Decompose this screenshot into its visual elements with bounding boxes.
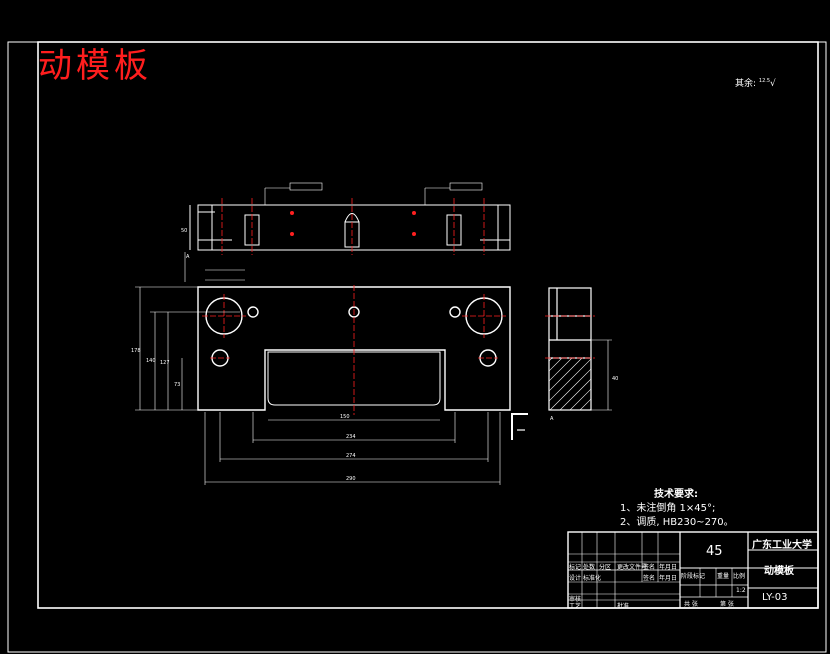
side-view bbox=[548, 287, 592, 411]
top-centerlines bbox=[221, 198, 485, 255]
dim-slot: 150 bbox=[340, 414, 350, 420]
tb-r1c1: 标准化 bbox=[583, 575, 602, 582]
tb-r0c1: 处数 bbox=[583, 564, 596, 571]
tb-r1c4: 签名 bbox=[643, 575, 656, 582]
tb-r3c0: 工艺 bbox=[569, 603, 582, 610]
datum-a-top: A bbox=[186, 254, 190, 260]
roughness-label: 其余: bbox=[735, 79, 759, 89]
tech-requirements: 技术要求: 1、未注倒角 1×45°; 2、调质, HB230~270。 bbox=[620, 488, 734, 530]
drawing-no-cell: LY-03 bbox=[762, 592, 788, 603]
scale-label: 比例 bbox=[733, 573, 746, 580]
datum-a-side: A bbox=[550, 416, 554, 422]
scale-cell: 1:2 bbox=[736, 587, 746, 594]
weight-label: 重量 bbox=[717, 573, 730, 580]
outer-frame bbox=[7, 41, 827, 653]
dim-h3: 73 bbox=[174, 382, 180, 388]
tech-heading: 技术要求: bbox=[654, 489, 698, 500]
dim-w1: 234 bbox=[346, 434, 356, 440]
tb-r0c2: 分区 bbox=[599, 564, 612, 571]
roughness-symbol: √ bbox=[770, 79, 776, 89]
side-centerlines bbox=[545, 315, 595, 359]
dim-w2: 274 bbox=[346, 453, 356, 459]
tech-item-2: 2、调质, HB230~270。 bbox=[620, 517, 734, 528]
tb-r0c4: 签名 bbox=[643, 564, 656, 571]
tb-r0c0: 标记 bbox=[569, 564, 582, 571]
front-centerlines bbox=[202, 285, 506, 415]
title-block bbox=[567, 531, 819, 609]
part-name-cell: 动模板 bbox=[764, 566, 794, 577]
tb-r2c0: 审核 bbox=[569, 596, 582, 603]
stage-mark-label: 阶段标记 bbox=[681, 573, 706, 580]
tb-r0c3: 更改文件号 bbox=[617, 564, 648, 571]
dim-front-height: 178 bbox=[131, 348, 141, 354]
material-cell: 45 bbox=[706, 544, 723, 559]
dim-top-height: 50 bbox=[181, 228, 187, 234]
side-hatch bbox=[549, 358, 591, 410]
dim-h2: 127 bbox=[160, 360, 170, 366]
sheet-no-cell: 第 张 bbox=[720, 601, 734, 608]
tb-r1c0: 设计 bbox=[569, 575, 582, 582]
dim-side: 40 bbox=[612, 376, 618, 382]
sheets-total-cell: 共 张 bbox=[684, 601, 698, 608]
inner-frame bbox=[37, 41, 819, 609]
dim-w3: 290 bbox=[346, 476, 356, 482]
dim-h1: 140 bbox=[146, 358, 156, 364]
roughness-value: 12.5 bbox=[758, 78, 771, 84]
roughness-note: 其余: 12.5√ bbox=[735, 76, 776, 89]
tb-r1c5: 年月日 bbox=[659, 575, 678, 582]
top-view bbox=[189, 204, 511, 251]
drawing-title: 动模板 bbox=[38, 46, 152, 86]
tb-r0c5: 年月日 bbox=[659, 564, 678, 571]
section-mark bbox=[511, 413, 528, 440]
tech-item-1: 1、未注倒角 1×45°; bbox=[620, 503, 716, 514]
top-annotations bbox=[184, 182, 483, 282]
school-cell: 广东工业大学 bbox=[752, 540, 812, 551]
top-marks bbox=[290, 211, 416, 236]
front-dimensions bbox=[135, 286, 501, 485]
tb-r3c2: 批准 bbox=[617, 603, 630, 610]
side-dimensions bbox=[591, 339, 612, 411]
